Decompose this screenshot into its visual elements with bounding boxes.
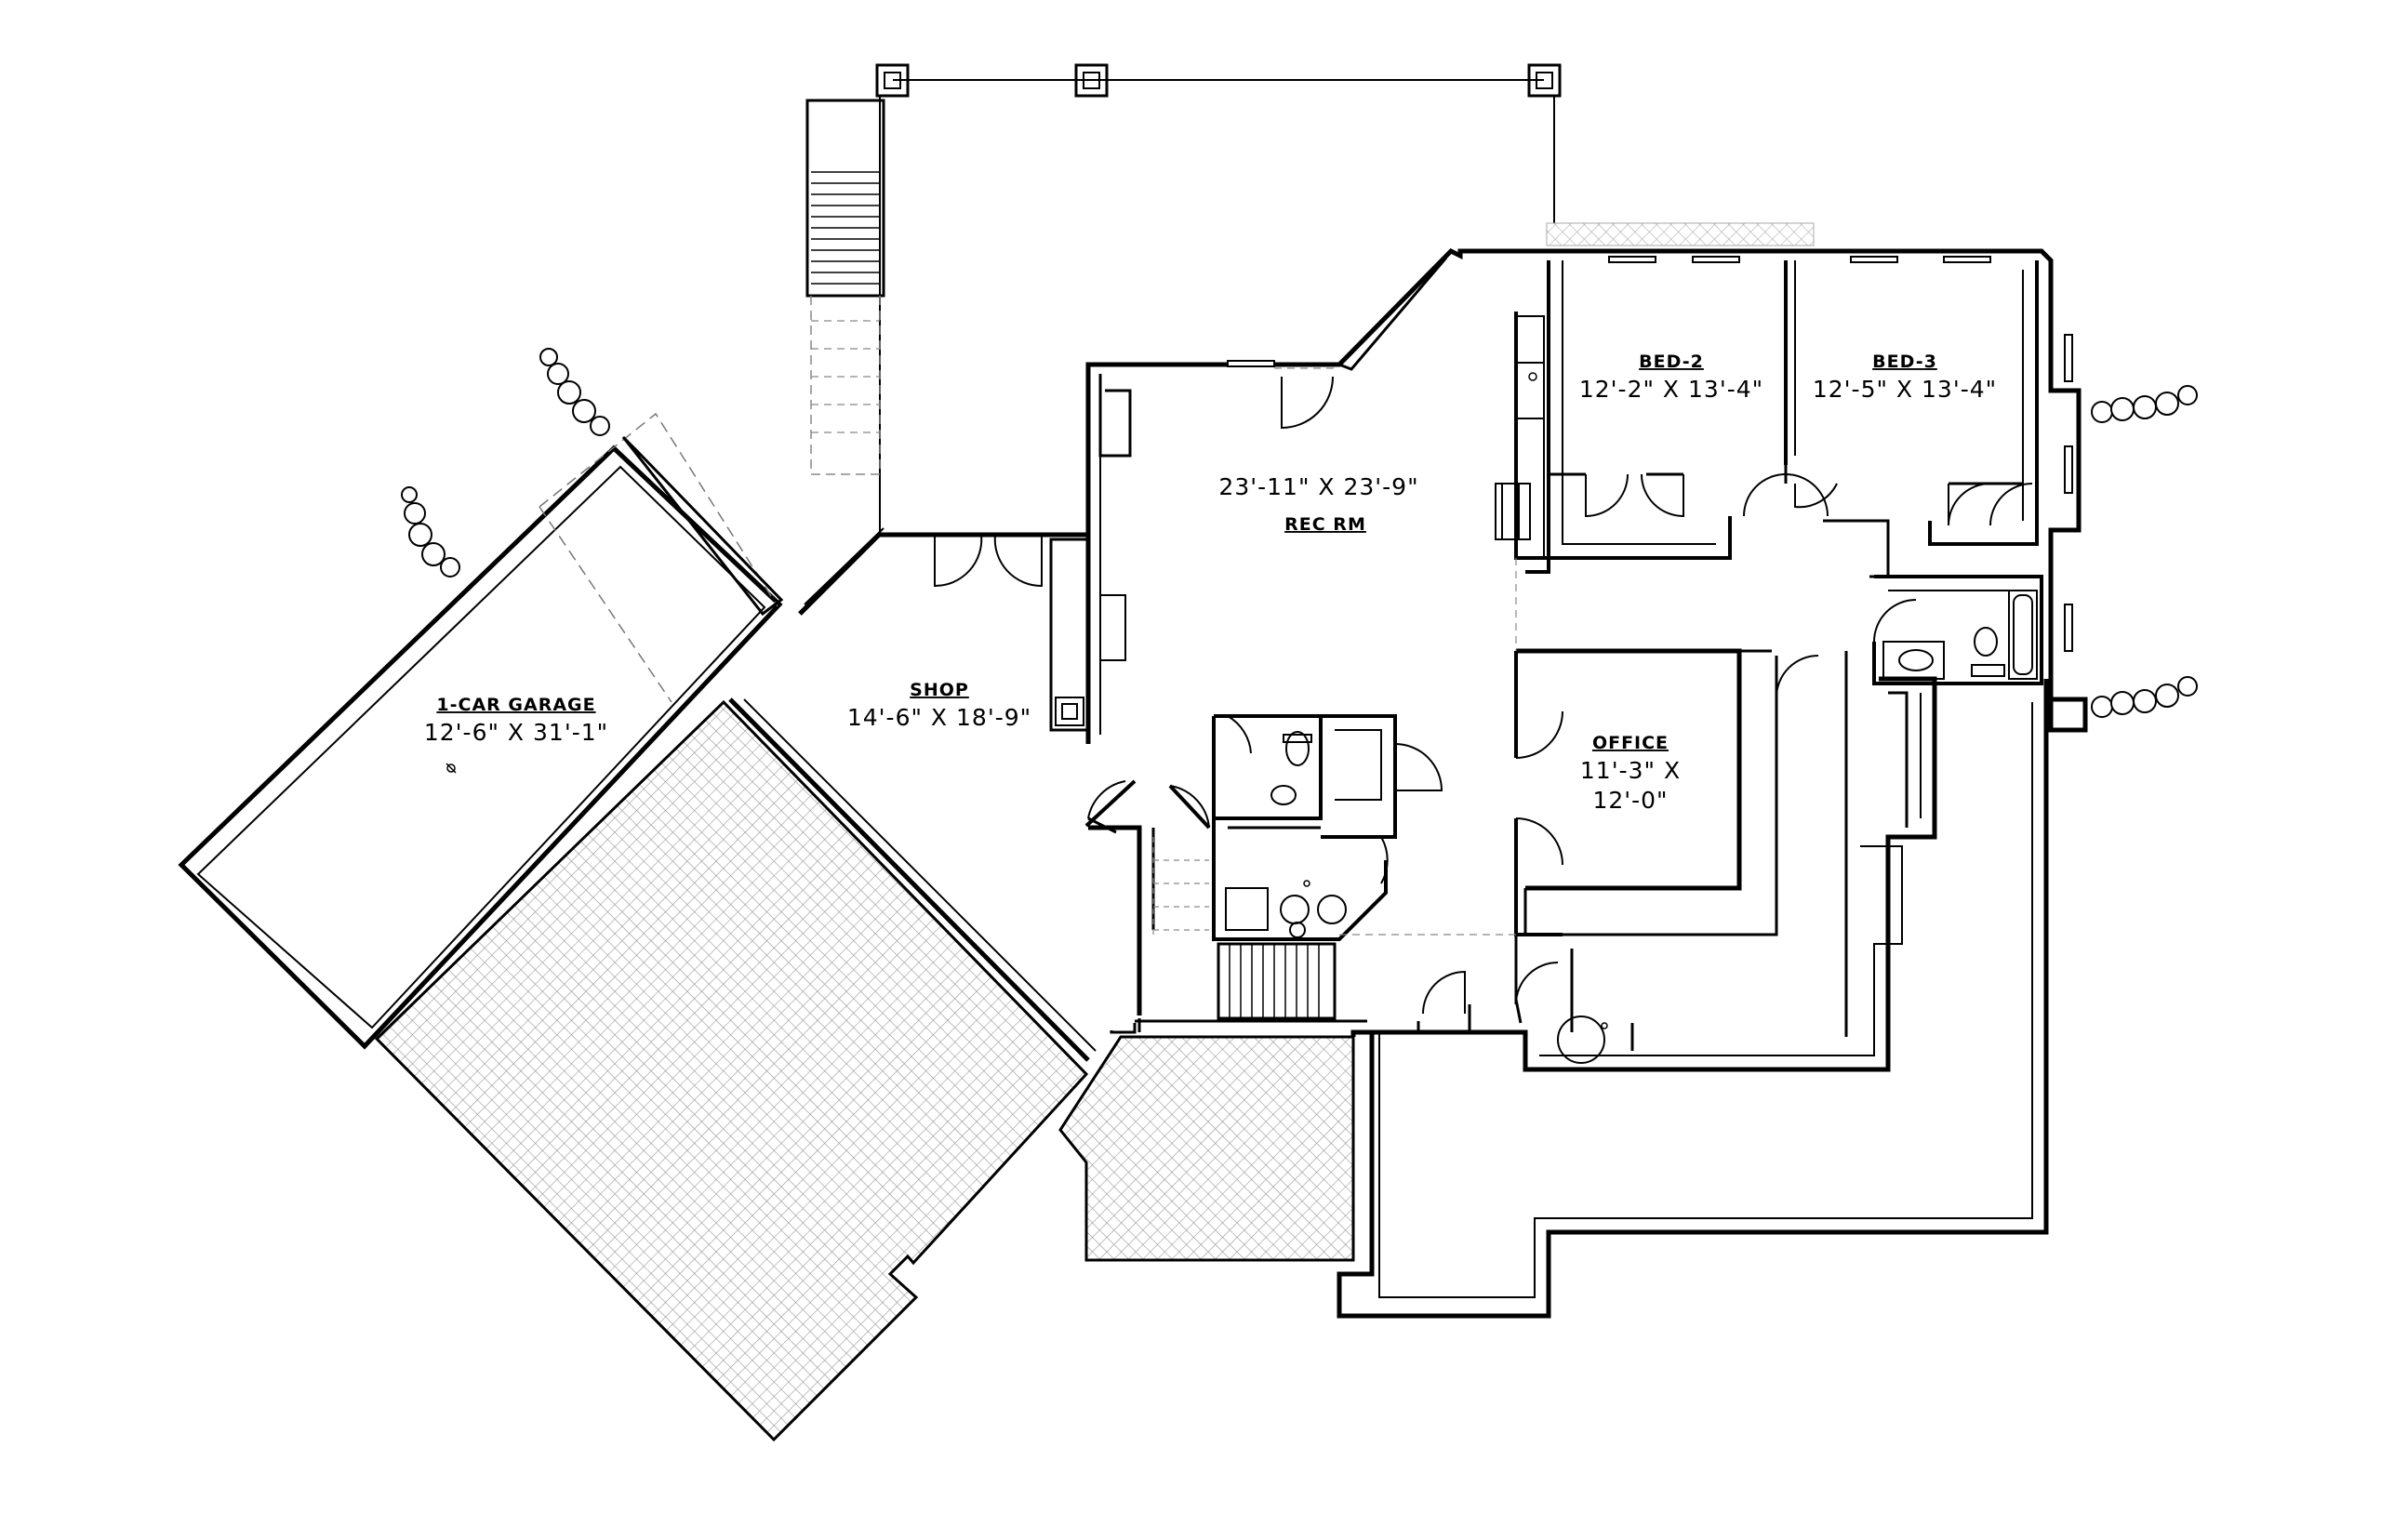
bed3-name: BED-3	[1872, 352, 1937, 372]
shop-size: 14'-6" X 18'-9"	[847, 704, 1031, 731]
garage-size: 12'-6" X 31'-1"	[424, 719, 608, 746]
garage	[178, 412, 784, 1050]
windows	[1227, 256, 2073, 652]
covered-deck	[805, 63, 1815, 535]
dashed-guides	[1274, 367, 1517, 936]
interior-walls	[1084, 260, 2043, 1064]
shop-name: SHOP	[910, 680, 969, 700]
exterior-walls	[728, 247, 2088, 1319]
deck-post	[1074, 63, 1109, 98]
garage-name: 1-CAR GARAGE	[436, 695, 595, 715]
office-size-line2: 12'-0"	[1592, 787, 1668, 814]
rec-size: 23'-11" X 23'-9"	[1218, 473, 1418, 500]
deck-post	[875, 63, 910, 98]
interior-stair	[1217, 942, 1337, 1020]
exterior-stair	[805, 99, 885, 298]
office-name: OFFICE	[1592, 733, 1669, 753]
office-size-line1: 11'-3" X	[1580, 757, 1681, 784]
light-fixtures	[446, 763, 1608, 1029]
rec-name: REC RM	[1284, 514, 1366, 535]
bed2-size: 12'-2" X 13'-4"	[1579, 376, 1763, 403]
bed3-size: 12'-5" X 13'-4"	[1813, 376, 1997, 403]
shrub-row	[401, 348, 2198, 718]
door-swings	[934, 376, 2033, 1015]
patio-slab-small	[1058, 1035, 1355, 1262]
bed2-name: BED-2	[1639, 352, 1704, 372]
patio-slab-large	[374, 699, 1089, 1442]
room-labels: 1-CAR GARAGE 12'-6" X 31'-1" SHOP 14'-6"…	[424, 352, 1997, 814]
deck-post	[1527, 63, 1562, 98]
